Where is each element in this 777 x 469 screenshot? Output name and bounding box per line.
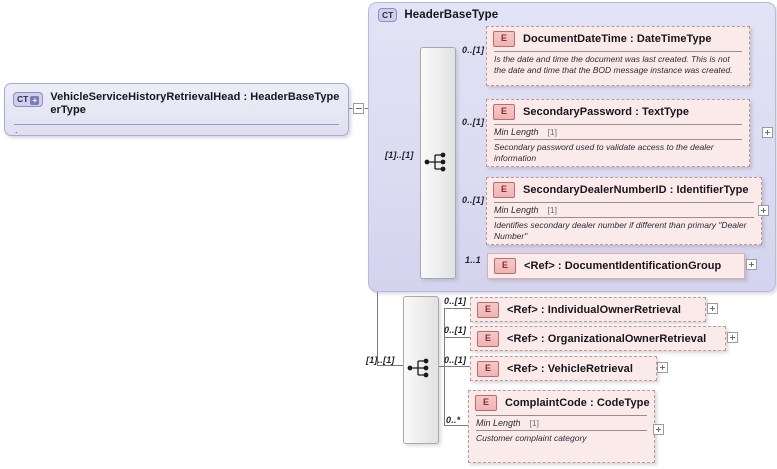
plus-glyph: + (30, 96, 40, 105)
element-name: <Ref> : IndividualOwnerRetrieval (507, 304, 681, 316)
element-ref-vehicleretrieval[interactable]: E <Ref> : VehicleRetrieval (470, 356, 657, 381)
root-element-name: VehicleServiceHistoryRetrievalHead : Hea… (50, 91, 339, 117)
occurrence-individualownerretrieval: 0..[1] (444, 296, 467, 306)
element-facet: Min Length [1] (487, 125, 749, 139)
facet-value: [1] (547, 127, 557, 137)
sequence-icon (407, 358, 429, 378)
element-icon: E (493, 31, 515, 47)
sequence-icon (424, 152, 446, 172)
element-icon: E (477, 361, 499, 377)
occurrence-main-sequence: [1]..[1] (366, 355, 395, 365)
root-element-footer: . (15, 125, 18, 135)
occurrence-vehicleretrieval: 0..[1] (444, 355, 467, 365)
expand-icon-individualownerretrieval[interactable] (707, 303, 718, 314)
element-header: E ComplaintCode : CodeType (469, 391, 654, 415)
complex-type-name: HeaderBaseType (404, 9, 499, 21)
facet-value: [1] (547, 205, 557, 215)
element-icon: E (477, 331, 499, 347)
element-divider (494, 124, 742, 125)
element-header: E <Ref> : IndividualOwnerRetrieval (471, 298, 705, 322)
element-name: SecondaryPassword : TextType (523, 106, 690, 118)
collapse-icon-root[interactable] (353, 103, 364, 114)
element-documentdatetime[interactable]: E DocumentDateTime : DateTimeType Is the… (486, 26, 750, 86)
element-name: <Ref> : DocumentIdentificationGroup (524, 260, 722, 272)
element-divider (494, 51, 742, 52)
element-documentation: Identifies secondary dealer number if di… (494, 220, 747, 241)
element-icon: E (477, 302, 499, 318)
element-complaintcode[interactable]: E ComplaintCode : CodeType Min Length [1… (468, 390, 655, 463)
element-header: E SecondaryPassword : TextType (487, 100, 749, 124)
element-name: DocumentDateTime : DateTimeType (523, 33, 712, 45)
element-header: E <Ref> : VehicleRetrieval (471, 357, 656, 381)
element-name: <Ref> : OrganizationalOwnerRetrieval (507, 333, 707, 345)
element-ref-organizationalownerretrieval[interactable]: E <Ref> : OrganizationalOwnerRetrieval (470, 326, 726, 351)
element-icon: E (493, 104, 515, 120)
facet-value: [1] (529, 418, 539, 428)
occurrence-organizationalownerretrieval: 0..[1] (444, 325, 467, 335)
complex-type-icon: CT (378, 8, 398, 22)
element-name: SecondaryDealerNumberID : IdentifierType (523, 184, 749, 196)
complex-type-plus-icon[interactable]: CT+ (13, 92, 44, 107)
element-icon: E (494, 258, 516, 274)
root-element-box[interactable]: CT+ VehicleServiceHistoryRetrievalHead :… (4, 83, 349, 136)
element-secondarydealernumberid[interactable]: E SecondaryDealerNumberID : IdentifierTy… (486, 177, 762, 245)
facet-name: Min Length (494, 205, 539, 215)
root-element-name-line1: VehicleServiceHistoryRetrievalHead : Hea… (50, 91, 340, 103)
element-divider (494, 202, 754, 203)
element-icon: E (475, 395, 497, 411)
element-ref-individualownerretrieval[interactable]: E <Ref> : IndividualOwnerRetrieval (470, 297, 706, 322)
element-facet: Min Length [1] (487, 203, 761, 217)
element-divider-2 (494, 139, 742, 140)
element-header: E <Ref> : DocumentIdentificationGroup (488, 254, 744, 278)
element-documentation: Is the date and time the document was la… (494, 54, 733, 75)
element-name: ComplaintCode : CodeType (505, 397, 650, 409)
facet-name: Min Length (476, 418, 521, 428)
expand-icon-vehicleretrieval[interactable] (657, 362, 668, 373)
expand-icon-organizationalownerretrieval[interactable] (727, 332, 738, 343)
element-divider-2 (494, 217, 754, 218)
element-divider (476, 415, 647, 416)
element-name: <Ref> : VehicleRetrieval (507, 363, 633, 375)
facet-name: Min Length (494, 127, 539, 137)
element-secondarypassword[interactable]: E SecondaryPassword : TextType Min Lengt… (486, 99, 750, 167)
occurrence-documentidentificationgroup: 1..1 (465, 255, 481, 265)
occurrence-header-sequence: [1]..[1] (385, 150, 414, 160)
element-documentation: Customer complaint category (476, 433, 587, 443)
element-facet: Min Length [1] (469, 416, 654, 430)
complex-type-title: CT HeaderBaseType (378, 8, 498, 22)
root-element-name-line2: erType (50, 104, 86, 116)
element-header: E SecondaryDealerNumberID : IdentifierTy… (487, 178, 761, 202)
expand-icon-secondarydealernumberid[interactable] (758, 205, 769, 216)
expand-icon-documentidentificationgroup[interactable] (746, 259, 757, 270)
expand-icon-complaintcode[interactable] (653, 424, 664, 435)
occurrence-secondarydealernumberid: 0..[1] (462, 195, 485, 205)
occurrence-secondarypassword: 0..[1] (462, 117, 485, 127)
element-ref-documentidentificationgroup[interactable]: E <Ref> : DocumentIdentificationGroup (487, 253, 745, 279)
ct-label: CT (17, 94, 29, 104)
root-divider (14, 124, 339, 125)
element-divider-2 (476, 430, 647, 431)
element-header: E DocumentDateTime : DateTimeType (487, 27, 749, 51)
root-element-header: CT+ VehicleServiceHistoryRetrievalHead :… (5, 84, 348, 121)
occurrence-complaintcode: 0..* (446, 415, 461, 425)
expand-icon-secondarypassword[interactable] (762, 127, 773, 138)
element-documentation: Secondary password used to validate acce… (494, 142, 714, 163)
element-header: E <Ref> : OrganizationalOwnerRetrieval (471, 327, 725, 351)
occurrence-documentdatetime: 0..[1] (462, 45, 485, 55)
element-icon: E (493, 182, 515, 198)
